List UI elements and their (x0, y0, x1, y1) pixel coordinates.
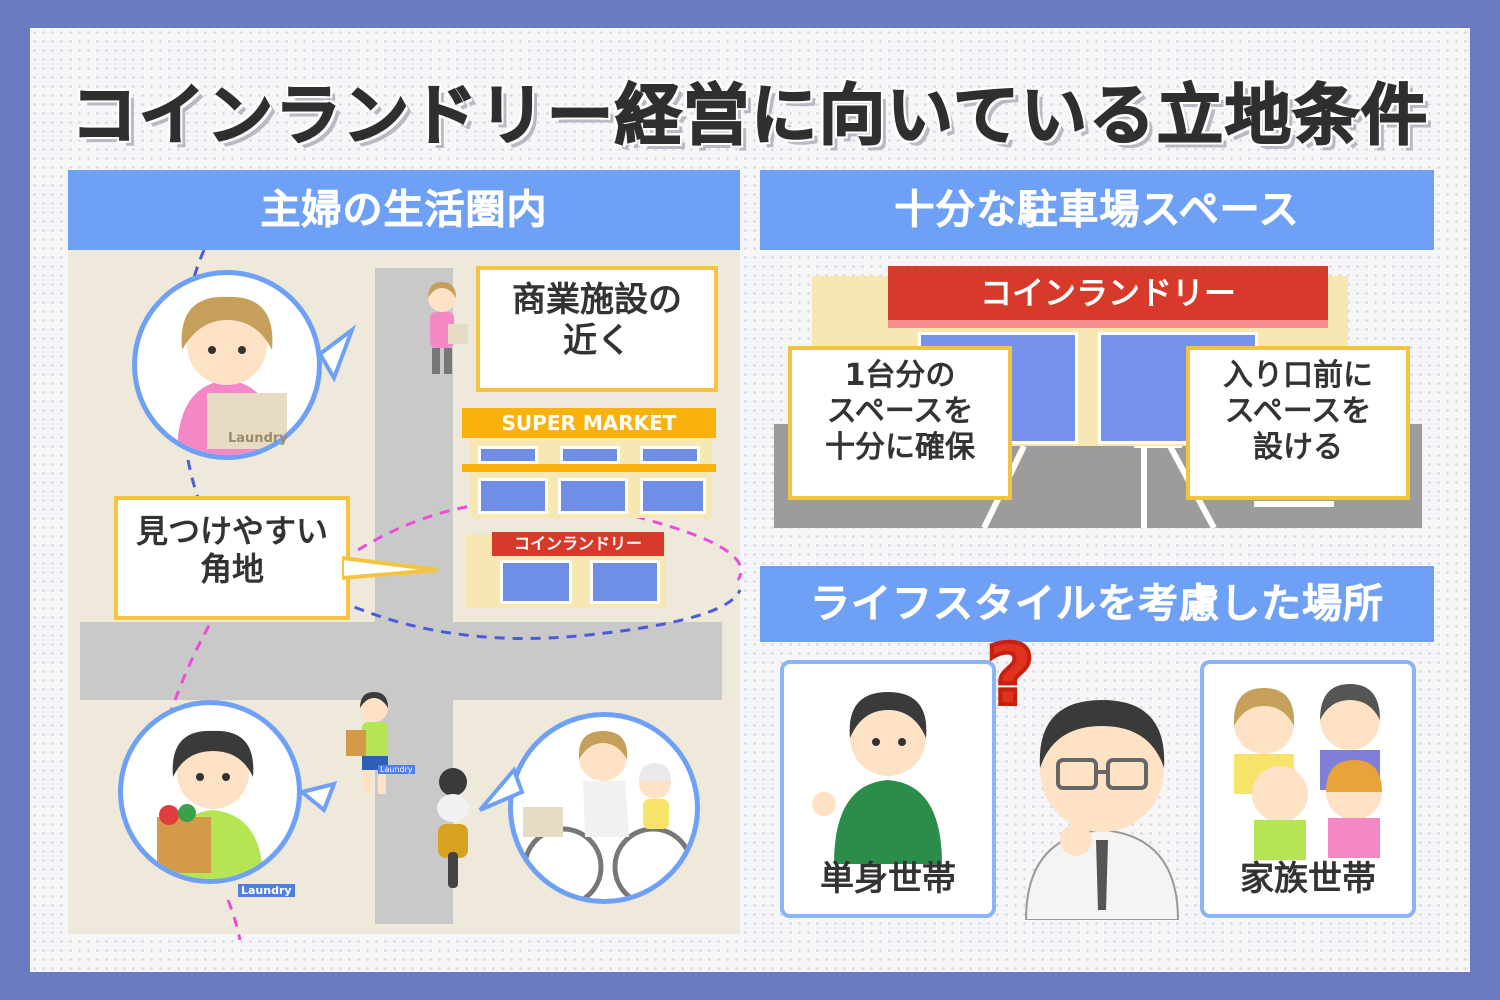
supermarket-window (478, 478, 548, 514)
single-household-label: 単身世帯 (820, 859, 956, 899)
housewife-illustration (177, 296, 287, 455)
section-heading-housewife: 主婦の生活圏内 (68, 170, 740, 250)
laundry-sign: コインランドリー (888, 266, 1328, 328)
supermarket-window (560, 446, 620, 464)
section-heading-parking: 十分な駐車場スペース (760, 170, 1434, 250)
cyclist-portrait (508, 712, 700, 904)
supermarket-window (640, 478, 706, 514)
callout-parking-space: 1台分の スペースを 十分に確保 (788, 346, 1012, 500)
supermarket-window (478, 446, 538, 464)
dash-pink-ring (357, 499, 743, 581)
single-man-illustration (812, 692, 942, 864)
bag-label-1: Laundry (228, 431, 288, 446)
family-illustration (1233, 684, 1382, 860)
cyclist-illustration (522, 731, 694, 899)
laundry-window (590, 560, 660, 604)
circle-pointers (300, 324, 525, 814)
walking-woman-icon (428, 282, 468, 374)
small-laundry-sign: コインランドリー (492, 532, 664, 556)
supermarket-window (558, 478, 628, 514)
shopper-small-icon (346, 692, 388, 794)
dash-pink-lower (166, 609, 220, 721)
callout-entrance-space: 入り口前に スペースを 設ける (1186, 346, 1410, 500)
thinking-man-illustration (1024, 700, 1180, 920)
bag-label-2: Laundry (238, 884, 295, 897)
laundry-window (500, 560, 572, 604)
family-household-card: 家族世帯 (1200, 660, 1416, 918)
family-household-label: 家族世帯 (1240, 859, 1376, 899)
single-household-card: 単身世帯 (780, 660, 996, 918)
bag-label-3: Laundry (378, 765, 415, 774)
supermarket-stripe (462, 464, 716, 472)
section-heading-lifestyle: ライフスタイルを考慮した場所 (760, 566, 1434, 642)
supermarket-sign: SUPER MARKET (462, 408, 716, 438)
page-title: コインランドリー経営に向いている立地条件 (70, 76, 1430, 155)
callout-commercial: 商業施設の 近く (476, 266, 718, 392)
question-mark: ? (984, 624, 1037, 726)
callout-pointer (342, 556, 439, 580)
shopper-illustration (157, 730, 263, 879)
dash-blue-ring (337, 589, 742, 640)
supermarket-window (640, 446, 700, 464)
cyclist-small-icon (437, 768, 469, 888)
dash-pink-bottom (226, 899, 242, 940)
road-horizontal (80, 622, 722, 700)
shopper-portrait (118, 700, 302, 884)
housewife-portrait (132, 270, 322, 460)
callout-corner-lot: 見つけやすい 角地 (114, 496, 350, 620)
